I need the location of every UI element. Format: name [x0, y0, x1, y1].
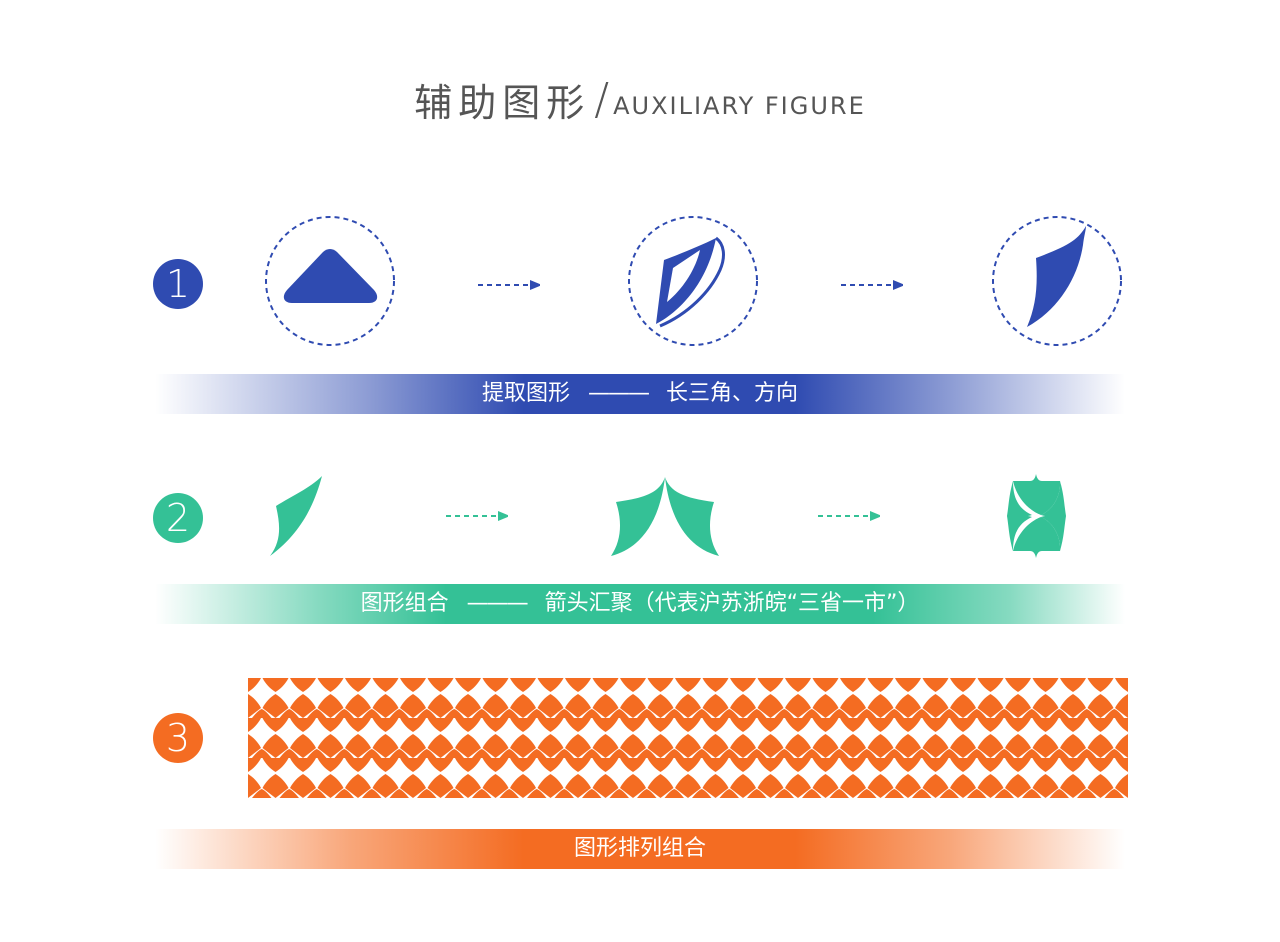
page-title: 辅助图形/AUXILIARY FIGURE: [0, 72, 1280, 127]
four-arrow-star-shape: [1007, 474, 1066, 558]
step-2-caption-left: 图形组合: [360, 591, 449, 616]
step-1-caption-right: 长三角、方向: [666, 381, 799, 406]
title-slash: /: [594, 74, 610, 125]
title-chinese: 辅助图形: [414, 81, 591, 125]
step-3-caption: 图形排列组合: [573, 836, 706, 861]
step-1-caption-dash: ———: [588, 381, 650, 406]
dashed-circle-2: [628, 216, 758, 346]
dashed-circle-1: [265, 216, 395, 346]
step-2-caption-right: 箭头汇聚（代表沪苏浙皖“三省一市”）: [544, 591, 920, 616]
converging-arrows-shape: [611, 477, 719, 556]
step-1-caption-band: 提取图形 ——— 长三角、方向: [155, 374, 1125, 414]
step-3-caption-band: 图形排列组合: [155, 829, 1125, 869]
step-1-caption-left: 提取图形: [481, 381, 570, 406]
step-1-badge: 1: [153, 259, 203, 309]
orange-repeat-pattern: [248, 678, 1128, 798]
leaf-shape-green: [270, 476, 322, 556]
leaf-arrow-shape-blue: [1027, 226, 1086, 327]
rotated-triangle-shape: [656, 236, 725, 328]
step-3-badge: 3: [153, 713, 203, 763]
dashed-circle-3: [992, 216, 1122, 346]
rounded-triangle-shape: [283, 249, 378, 303]
title-english: AUXILIARY FIGURE: [613, 91, 866, 120]
step-2-caption-dash: ———: [466, 591, 529, 616]
step-2-badge: 2: [153, 493, 203, 543]
step-2-caption-band: 图形组合 ——— 箭头汇聚（代表沪苏浙皖“三省一市”）: [155, 584, 1125, 624]
